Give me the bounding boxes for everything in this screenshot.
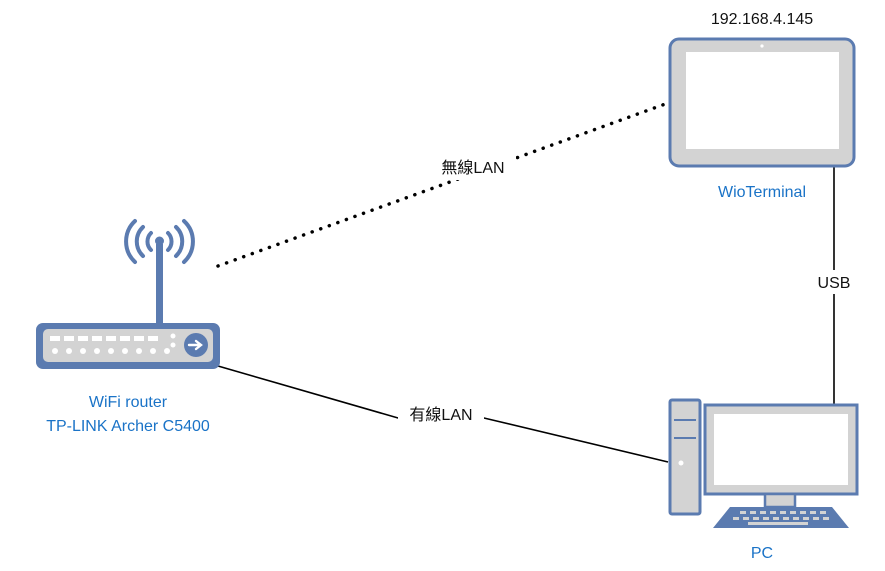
wifi-router-icon [36,219,220,369]
pc-label: PC [751,545,773,562]
tablet-icon [668,37,856,168]
desktop-pc-icon [668,398,859,528]
terminal-label: WioTerminal [718,184,806,201]
router-label-line2: TP-LINK Archer C5400 [46,418,210,435]
usb-label: USB [818,275,851,292]
terminal-ip-address: 192.168.4.145 [711,11,813,28]
wireless-lan-link [216,101,670,268]
wireless-lan-label: 無線LAN [441,159,504,177]
router-label-line1: WiFi router [89,394,168,411]
wired-lan-label: 有線LAN [409,406,472,424]
